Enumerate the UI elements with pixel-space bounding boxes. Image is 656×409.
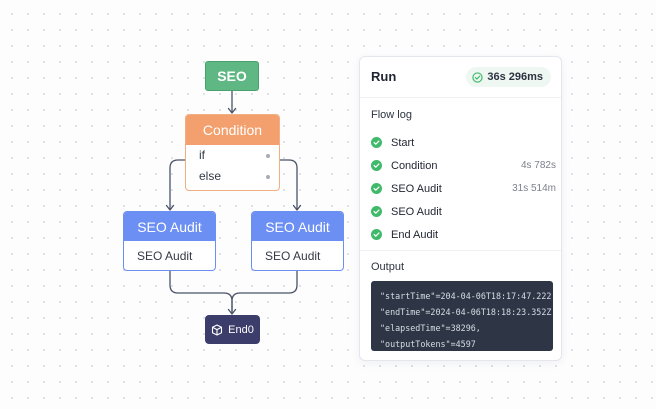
seo-audit-node-body: SEO Audit [252,241,343,270]
run-panel: Run 36s 296ms Flow log Start Condition 4… [359,56,562,361]
log-item-seo-audit-2[interactable]: SEO Audit [371,200,554,223]
log-item-label: Start [391,136,415,149]
run-panel-title: Run [371,69,397,84]
connector-left-audit-to-end [169,271,233,314]
output-code-block[interactable]: "startTime"=204-04-06T18:17:47.222 "endT… [371,281,553,351]
branch-port-if[interactable] [266,154,270,158]
log-item-duration: 4s 782s [520,160,556,171]
arrowhead-end [227,308,237,315]
seo-audit-node-title: SEO Audit [265,218,330,235]
seo-audit-node-body: SEO Audit [124,241,215,270]
arrowhead-right-audit [292,204,302,211]
check-circle-icon [472,71,484,83]
log-item-label: SEO Audit [391,182,442,195]
seo-audit-node-right[interactable]: SEO Audit SEO Audit [251,211,344,271]
success-check-icon [371,160,382,171]
branch-port-else[interactable] [266,175,270,179]
log-item-label: End Audit [391,228,439,241]
log-item-label: SEO Audit [391,205,442,218]
log-item-label: Condition [391,159,438,172]
log-item-duration: 31s 514m [512,183,556,194]
run-duration-badge: 36s 296ms [466,67,551,87]
condition-branch-if: if [186,145,279,166]
success-check-icon [371,206,382,217]
log-item-end-audit[interactable]: End Audit [371,223,554,246]
seo-audit-node-title: SEO Audit [137,218,202,235]
connector-if-to-left-audit [169,159,186,210]
condition-node-title: Condition [202,122,263,138]
start-node-seo[interactable]: SEO [205,61,259,91]
success-check-icon [371,229,382,240]
panel-divider [360,97,561,98]
arrowhead-condition [227,107,237,114]
condition-branch-label: else [199,169,222,183]
output-line: "outputTokens"=4597 [380,339,476,349]
start-node-label: SEO [217,68,247,84]
seo-audit-node-text: SEO Audit [265,248,321,263]
end-node-label: End0 [228,323,254,336]
success-check-icon [371,137,382,148]
arrowhead-left-audit [165,204,175,211]
connector-else-to-right-audit [279,159,298,210]
flow-log-label: Flow log [371,109,412,121]
condition-node-header: Condition [186,115,279,145]
condition-branch-label: if [199,148,205,162]
output-line: "endTime"=2024-04-06T18:18:23.352Z [380,307,552,317]
log-item-condition[interactable]: Condition 4s 782s [371,154,556,177]
output-line: "startTime"=204-04-06T18:17:47.222 [380,291,552,301]
condition-node[interactable]: Condition if else [185,114,280,191]
seo-audit-node-text: SEO Audit [137,248,193,263]
output-line: "elapsedTime"=38296, [380,323,481,333]
seo-audit-node-header: SEO Audit [252,212,343,241]
output-label: Output [371,261,405,273]
end-node[interactable]: End0 [205,315,260,344]
cube-icon [212,323,223,336]
log-item-seo-audit[interactable]: SEO Audit 31s 514m [371,177,556,200]
condition-branch-else: else [186,166,279,187]
seo-audit-node-left[interactable]: SEO Audit SEO Audit [123,211,216,271]
flow-log-list: Start Condition 4s 782s SEO Audit 31s 51… [371,131,556,246]
connector-right-audit-to-end [231,271,298,314]
seo-audit-node-header: SEO Audit [124,212,215,241]
run-duration: 36s 296ms [487,71,543,83]
panel-divider [360,250,561,251]
log-item-start[interactable]: Start [371,131,554,154]
success-check-icon [371,183,382,194]
